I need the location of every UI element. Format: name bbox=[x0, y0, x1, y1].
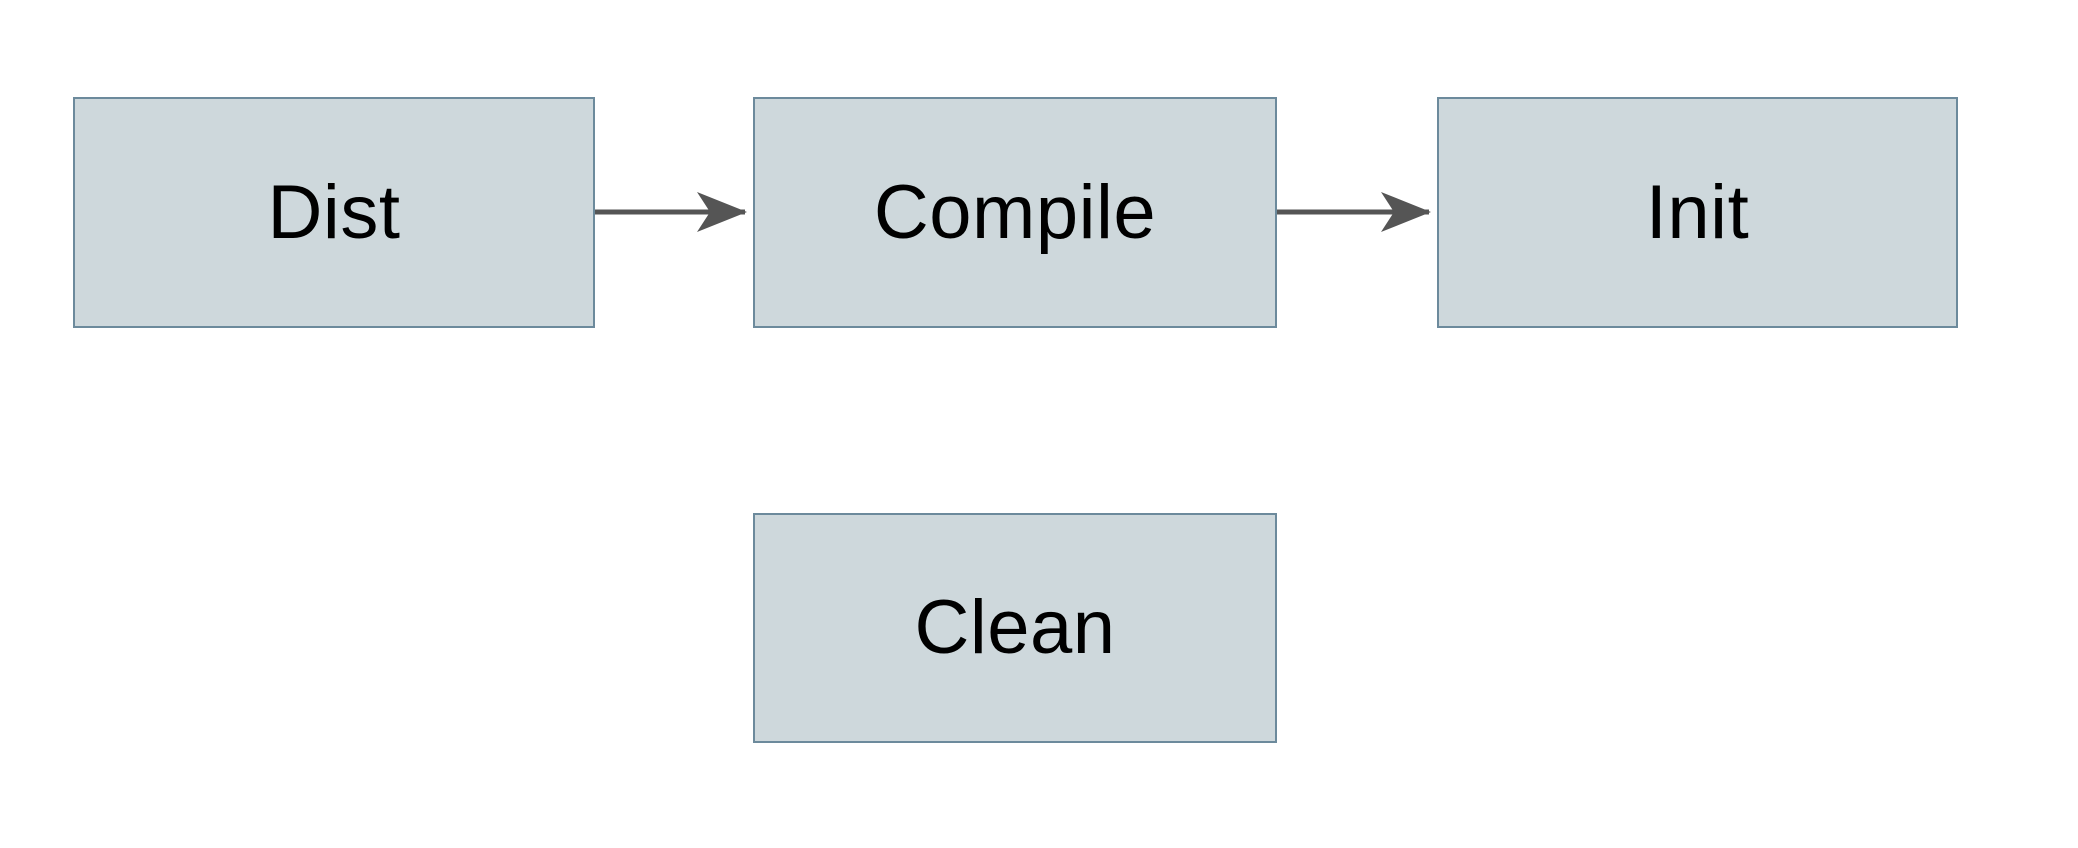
node-init-label: Init bbox=[1645, 169, 1750, 255]
node-dist-label: Dist bbox=[267, 169, 401, 255]
node-compile-label: Compile bbox=[873, 169, 1157, 255]
node-init[interactable]: Init bbox=[1437, 97, 1958, 328]
node-clean-label: Clean bbox=[914, 585, 1116, 670]
node-clean[interactable]: Clean bbox=[753, 513, 1277, 743]
node-dist[interactable]: Dist bbox=[73, 97, 595, 328]
node-compile[interactable]: Compile bbox=[753, 97, 1277, 328]
